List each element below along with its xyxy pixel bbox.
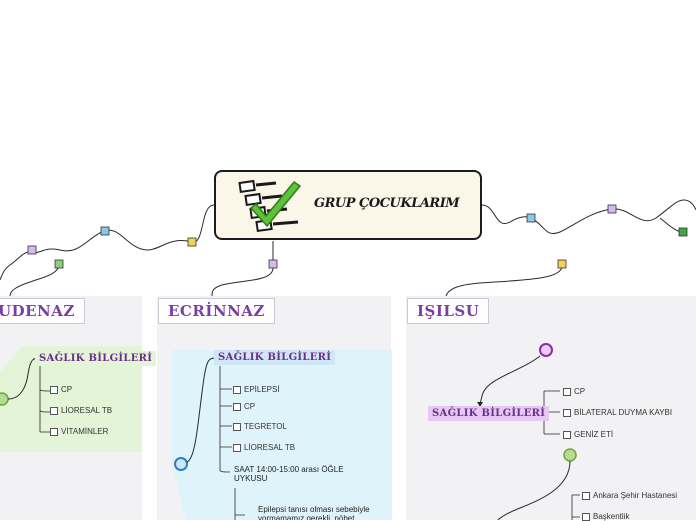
ecrinnaz-leaf-item[interactable]: EPİLEPSİ — [233, 385, 280, 394]
checkbox-icon[interactable] — [50, 385, 58, 394]
udenaz-leaf-connectors — [39, 366, 51, 433]
udenaz-topic-band — [0, 346, 142, 452]
central-title: GRUP ÇOCUKLARIM — [314, 196, 460, 211]
node-square-green-1 — [54, 259, 64, 269]
ecrinnaz-epilepsy-note[interactable]: Epilepsi tanısı olması sebebiyle yormama… — [258, 505, 370, 520]
udenaz-leaf-item[interactable]: CP — [50, 385, 72, 394]
ecrinnaz-leaf-item[interactable]: TEGRETOL — [233, 422, 287, 431]
checkbox-icon[interactable] — [563, 408, 571, 417]
udenaz-topic-health[interactable]: SAĞLIK BİLGİLERİ — [35, 351, 157, 366]
checkbox-icon[interactable] — [233, 422, 241, 431]
checkbox-icon[interactable] — [50, 427, 58, 436]
drop-line-ecrinnaz — [211, 241, 274, 297]
isilsu-topic-connector — [479, 355, 541, 405]
checklist-icon — [238, 179, 302, 233]
checkbox-icon[interactable] — [582, 512, 590, 521]
udenaz-root-circle — [0, 392, 9, 406]
drop-line-isilsu — [445, 265, 563, 297]
node-square-purple-3 — [607, 204, 617, 214]
ecrinnaz-topic-band — [172, 350, 392, 520]
ecrinnaz-topic-health[interactable]: SAĞLIK BİLGİLERİ — [214, 350, 336, 365]
central-topic[interactable]: GRUP ÇOCUKLARIM — [214, 170, 482, 240]
node-square-purple-1 — [27, 245, 37, 255]
isilsu-leaf-item[interactable]: GENİZ ETİ — [563, 430, 613, 439]
udenaz-topic-connector — [7, 357, 39, 400]
udenaz-leaf-item[interactable]: VİTAMİNLER — [50, 427, 108, 436]
ecrinnaz-leaf-item[interactable]: CP — [233, 402, 255, 411]
drop-line-udenaz — [9, 263, 60, 297]
isilsu-sub-leaf-connectors — [571, 494, 580, 520]
isilsu-leaf-item[interactable]: CP — [563, 387, 585, 396]
isilsu-topic-health[interactable]: SAĞLIK BİLGİLERİ — [428, 406, 550, 421]
group-title-isilsu[interactable]: IŞILSU — [407, 298, 490, 324]
isilsu-sub-leaf-item[interactable]: Ankara Şehir Hastanesi — [582, 491, 677, 500]
checkbox-icon[interactable] — [563, 430, 571, 439]
checkbox-icon[interactable] — [582, 491, 590, 500]
node-square-purple-2 — [268, 259, 278, 269]
node-square-yellow-2 — [557, 259, 567, 269]
node-square-yellow-1 — [187, 237, 197, 247]
isilsu-root-circle — [539, 343, 553, 357]
isilsu-leaf-item[interactable]: BİLATERAL DUYMA KAYBI — [563, 408, 672, 417]
ecrinnaz-root-circle — [174, 457, 188, 471]
isilsu-arrowhead — [477, 402, 483, 407]
udenaz-leaf-item[interactable]: LİORESAL TB — [50, 406, 112, 415]
ecrinnaz-note-connector — [234, 488, 245, 520]
ecrinnaz-leaf-connectors — [219, 366, 232, 473]
ecrinnaz-topic-connector — [186, 357, 216, 463]
isilsu-sub-connector — [497, 460, 571, 520]
checkbox-icon[interactable] — [233, 443, 241, 452]
ecrinnaz-leaf-item[interactable]: LİORESAL TB — [233, 443, 295, 452]
checkbox-icon[interactable] — [50, 406, 58, 415]
isilsu-sub-circle — [563, 448, 577, 462]
checkbox-icon[interactable] — [563, 387, 571, 396]
node-square-blue-2 — [526, 213, 536, 223]
group-title-udenaz[interactable]: UDENAZ — [0, 298, 85, 324]
wave-connector-right — [481, 199, 696, 234]
wave-connector-left — [0, 204, 215, 281]
node-square-green-2 — [678, 227, 688, 237]
node-square-blue-1 — [100, 226, 110, 236]
ecrinnaz-leaf-nap-time[interactable]: SAAT 14:00-15:00 arası ÖĞLE UYKUSU — [234, 465, 344, 483]
checkbox-icon[interactable] — [233, 402, 241, 411]
checkbox-icon[interactable] — [233, 385, 241, 394]
group-title-ecrinnaz[interactable]: ECRİNNAZ — [158, 298, 275, 324]
